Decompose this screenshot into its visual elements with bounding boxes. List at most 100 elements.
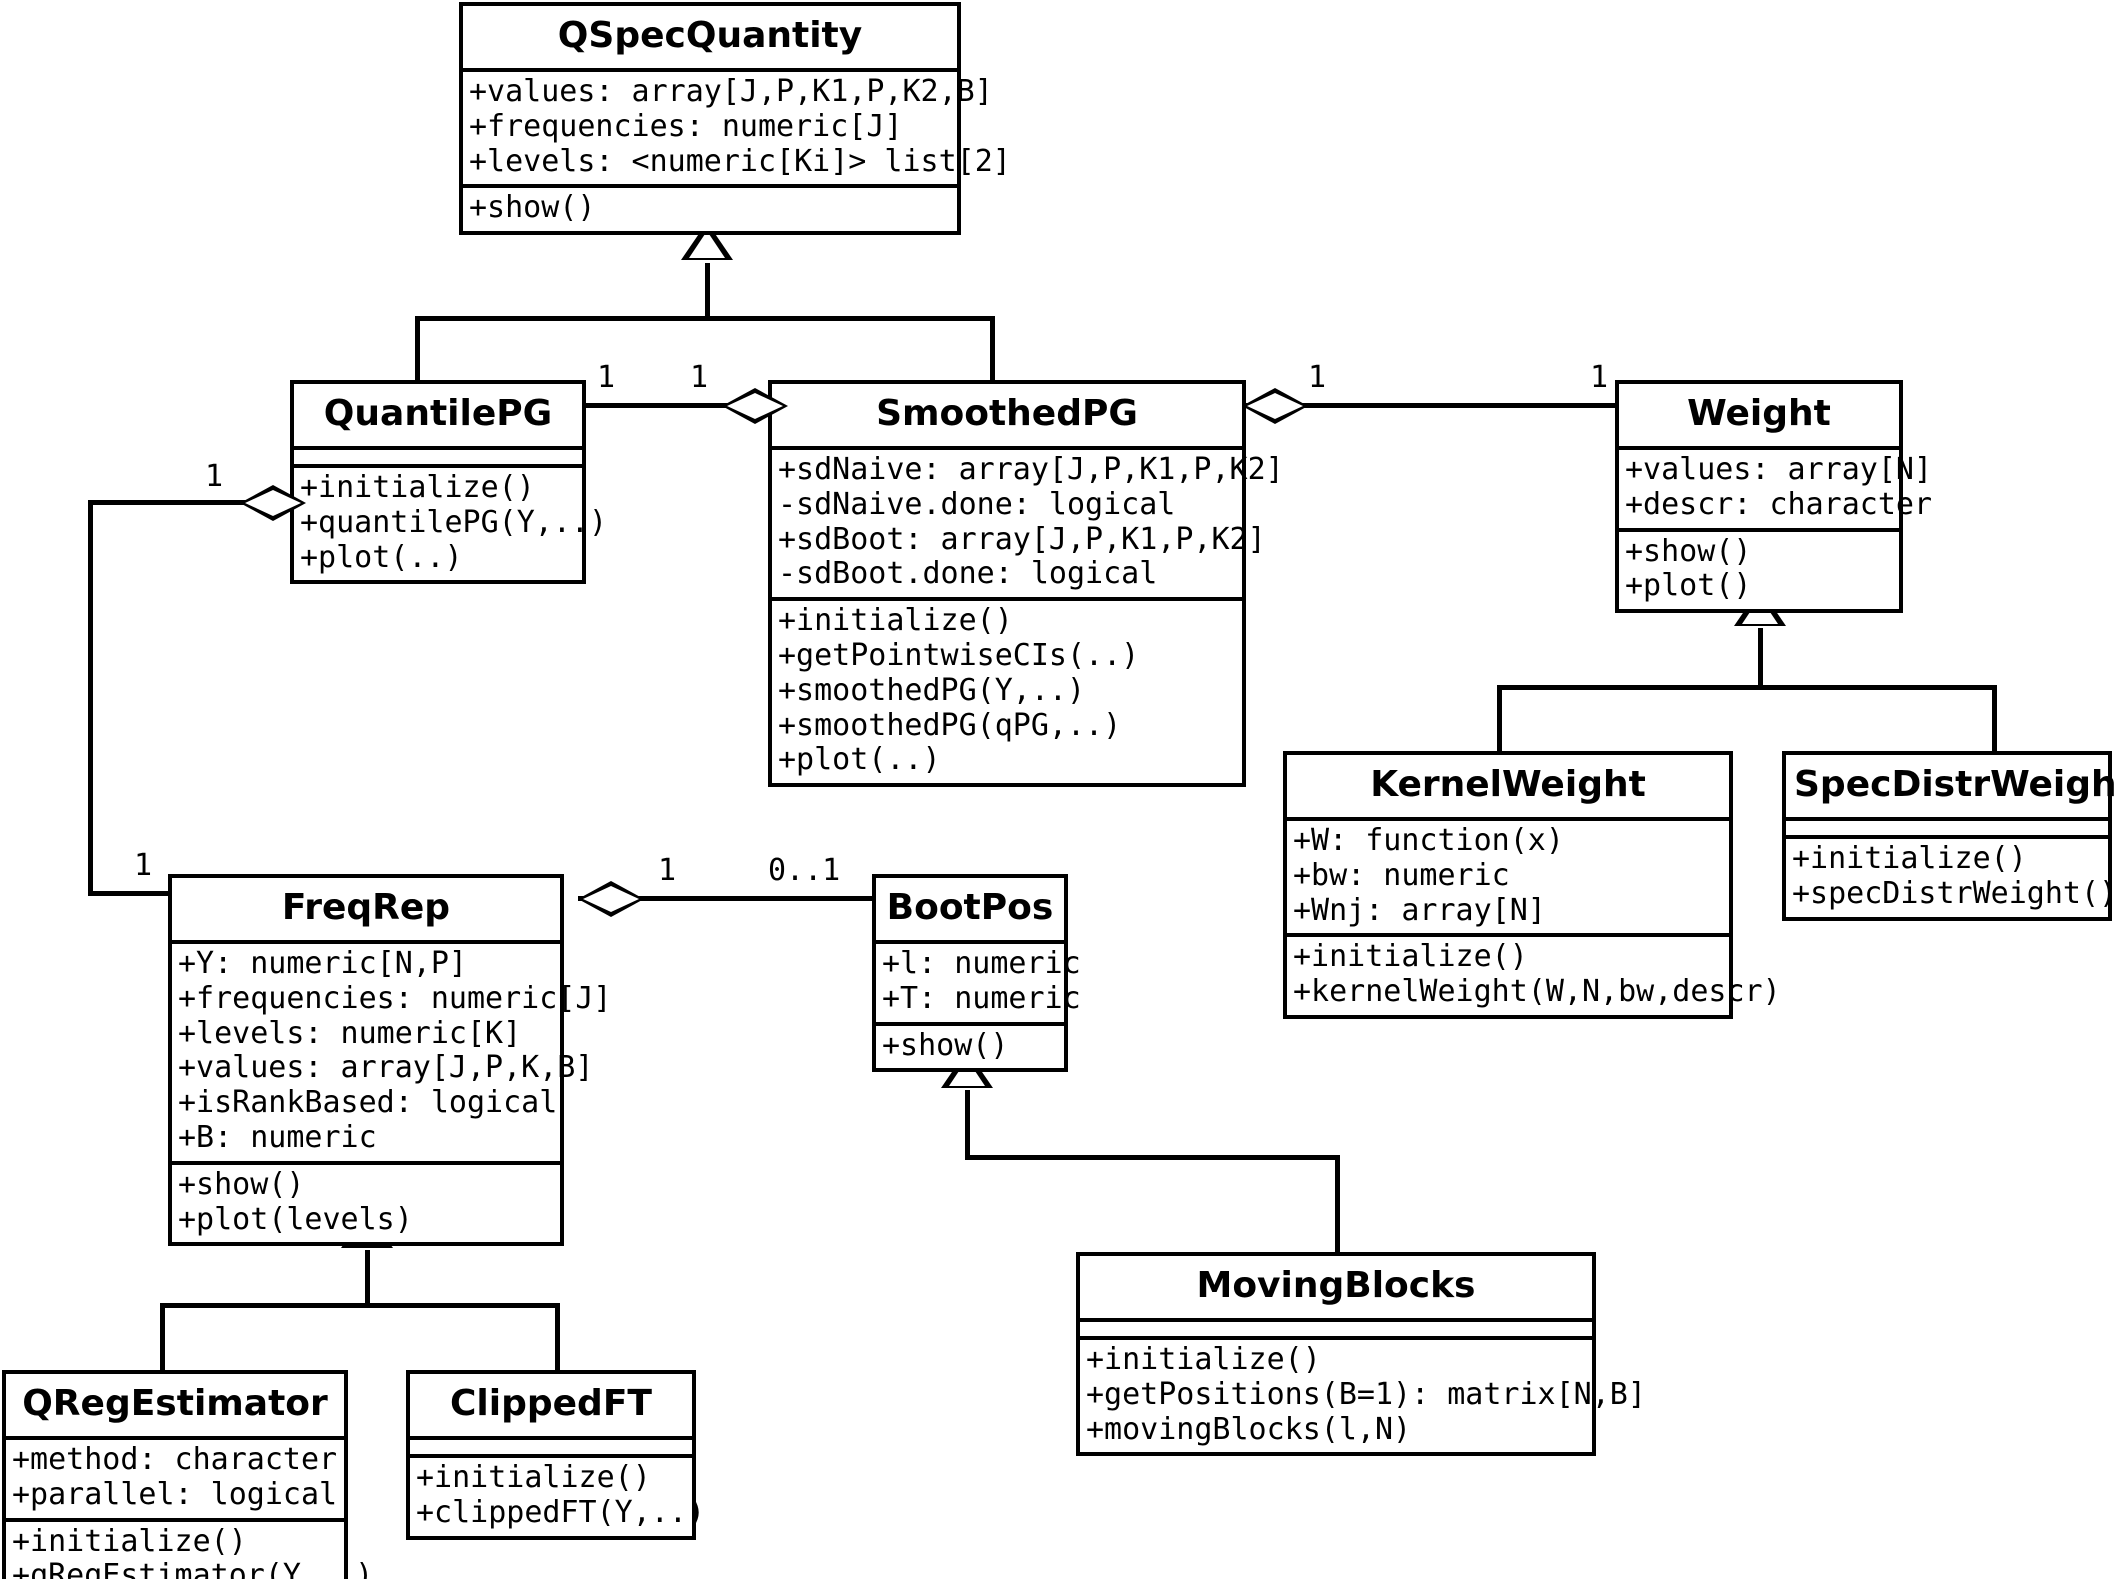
class-box-quantilepg[interactable]: QuantilePG +initialize() +quantilePG(Y,.…: [290, 380, 608, 585]
attribute-row: +parallel: logical: [12, 1476, 338, 1512]
method-row: +plot(..): [778, 742, 941, 778]
association-freqrep-bootpos-line: [578, 896, 878, 901]
method-row: +movingBlocks(l,N): [1086, 1411, 1412, 1447]
class-box-clippedft[interactable]: ClippedFT +initialize() +clippedFT(Y,..): [406, 1370, 705, 1540]
class-separator: [1786, 835, 2108, 839]
attribute-row: +values: array[N]: [1625, 452, 1933, 487]
class-separator: [6, 1436, 344, 1440]
attribute-row: +descr: character: [1625, 486, 1933, 522]
class-box-specdistrweight[interactable]: SpecDistrWeight +initialize() +specDistr…: [1782, 751, 2117, 921]
generalization-weight-branch-specdistrweight: [1992, 685, 1997, 755]
class-separator: [1080, 1318, 1592, 1322]
class-separator: [463, 68, 957, 72]
attribute-row: +B: numeric: [178, 1119, 377, 1155]
method-row: +plot(): [1625, 568, 1752, 604]
class-attributes-kernelweight: +W: function(x) +bw: numeric +Wnj: array…: [1287, 821, 1729, 933]
class-title-quantilepg: QuantilePG: [323, 393, 553, 434]
aggregation-diamond-quantilepg: [240, 485, 306, 521]
class-methods-quantilepg: +initialize() +quantilePG(Y,..) +plot(..…: [294, 468, 608, 580]
aggregation-diamond-freqrep: [578, 881, 644, 917]
class-title-bootpos: BootPos: [886, 887, 1054, 928]
class-box-qspecquantity[interactable]: QSpecQuantity +values: array[J,P,K1,P,K2…: [459, 2, 1011, 236]
generalization-weight-branch-kernelweight: [1497, 685, 1502, 755]
attribute-row: +sdNaive: array[J,P,K1,P,K2]: [778, 452, 1284, 487]
class-box-freqrep[interactable]: FreqRep +Y: numeric[N,P] +frequencies: n…: [168, 874, 612, 1247]
method-row: +initialize(): [1293, 939, 1528, 975]
method-row: +plot(..): [300, 539, 463, 575]
attribute-row: +levels: numeric[K]: [178, 1015, 522, 1051]
method-row: +smoothedPG(Y,..): [778, 672, 1086, 708]
class-title-freqrep: FreqRep: [281, 887, 451, 928]
class-methods-clippedft: +initialize() +clippedFT(Y,..): [410, 1458, 705, 1536]
attribute-row: +frequencies: numeric[J]: [178, 980, 612, 1016]
aggregation-diamond-smoothedpg-weight: [1242, 388, 1308, 424]
class-title-kernelweight: KernelWeight: [1370, 764, 1646, 805]
method-row: +smoothedPG(qPG,..): [778, 707, 1122, 743]
multiplicity-quantilepg-freqrep-bottom: 1: [134, 848, 153, 883]
generalization-weight-bar: [1497, 685, 1997, 690]
class-title-movingblocks: MovingBlocks: [1196, 1265, 1476, 1306]
class-separator: [172, 1160, 560, 1165]
class-methods-specdistrweight: +initialize() +specDistrWeight(): [1786, 839, 2117, 917]
association-quantilepg-freqrep-bottom: [88, 891, 178, 896]
class-attributes-bootpos: +l: numeric +T: numeric: [876, 944, 1081, 1022]
class-separator: [294, 464, 582, 468]
class-attributes-clippedft: [410, 1440, 692, 1454]
attribute-row: +method: character: [12, 1442, 338, 1477]
generalization-qspec-branch-smoothedpg: [990, 316, 995, 390]
class-box-qregestimator[interactable]: QRegEstimator +method: character +parall…: [2, 1370, 373, 1579]
multiplicity-quantilepg-smoothedpg-right: 1: [690, 360, 709, 395]
method-row: +initialize(): [778, 603, 1013, 639]
class-box-bootpos[interactable]: BootPos +l: numeric +T: numeric +show(): [872, 874, 1081, 1073]
class-attributes-specdistrweight: [1786, 821, 2108, 835]
class-separator: [6, 1517, 344, 1522]
class-methods-bootpos: +show(): [876, 1026, 1064, 1069]
class-separator: [876, 940, 1064, 944]
generalization-freqrep-bar: [160, 1303, 560, 1308]
class-separator: [172, 940, 560, 944]
method-row: +specDistrWeight(): [1792, 875, 2117, 911]
class-separator: [1786, 817, 2108, 821]
class-methods-kernelweight: +initialize() +kernelWeight(W,N,bw,descr…: [1287, 937, 1781, 1015]
multiplicity-smoothedpg-weight-left: 1: [1308, 360, 1327, 395]
method-row: +initialize(): [300, 470, 535, 505]
class-attributes-quantilepg: [294, 450, 582, 464]
attribute-row: +frequencies: numeric[J]: [469, 108, 903, 144]
multiplicity-quantilepg-freqrep-top: 1: [205, 459, 224, 494]
generalization-bootpos-branch-movingblocks: [1335, 1155, 1340, 1253]
class-methods-weight: +show() +plot(): [1619, 532, 1899, 610]
method-row: +initialize(): [1086, 1342, 1321, 1377]
class-separator: [772, 597, 1242, 602]
attribute-row: -sdBoot.done: logical: [778, 556, 1158, 592]
multiplicity-smoothedpg-weight-right: 1: [1590, 360, 1609, 395]
attribute-row: +isRankBased: logical: [178, 1085, 558, 1121]
generalization-freqrep-branch-clippedft: [555, 1303, 560, 1371]
class-separator: [294, 446, 582, 450]
attribute-row: +sdBoot: array[J,P,K1,P,K2]: [778, 521, 1266, 557]
aggregation-diamond-smoothedpg: [722, 388, 788, 424]
class-box-movingblocks[interactable]: MovingBlocks +initialize() +getPositions…: [1076, 1252, 1646, 1457]
class-title-specdistrweight: SpecDistrWeight: [1794, 764, 2117, 805]
generalization-qspec-bar: [415, 316, 995, 321]
method-row: +quantilePG(Y,..): [300, 504, 608, 540]
class-title-clippedft: ClippedFT: [450, 1383, 652, 1424]
association-smoothedpg-weight-line: [1240, 403, 1620, 408]
method-row: +getPointwiseCIs(..): [778, 637, 1140, 673]
attribute-row: +bw: numeric: [1293, 857, 1510, 893]
class-separator: [1080, 1336, 1592, 1340]
class-separator: [1619, 446, 1899, 450]
class-box-kernelweight[interactable]: KernelWeight +W: function(x) +bw: numeri…: [1283, 751, 1781, 1019]
class-methods-movingblocks: +initialize() +getPositions(B=1): matrix…: [1080, 1340, 1646, 1452]
attribute-row: +T: numeric: [882, 980, 1081, 1016]
method-row: +clippedFT(Y,..): [416, 1494, 705, 1530]
method-row: +initialize(): [1792, 841, 2027, 876]
class-title-qregestimator: QRegEstimator: [22, 1383, 328, 1424]
class-methods-qregestimator: +initialize() +qRegEstimator(Y,..): [6, 1522, 373, 1579]
class-box-smoothedpg[interactable]: SmoothedPG +sdNaive: array[J,P,K1,P,K2] …: [768, 380, 1284, 788]
class-separator: [410, 1454, 692, 1458]
attribute-row: -sdNaive.done: logical: [778, 486, 1176, 522]
method-row: +show(): [469, 190, 596, 226]
class-separator: [1287, 933, 1729, 938]
class-separator: [410, 1436, 692, 1440]
class-box-weight[interactable]: Weight +values: array[N] +descr: charact…: [1615, 380, 1933, 614]
